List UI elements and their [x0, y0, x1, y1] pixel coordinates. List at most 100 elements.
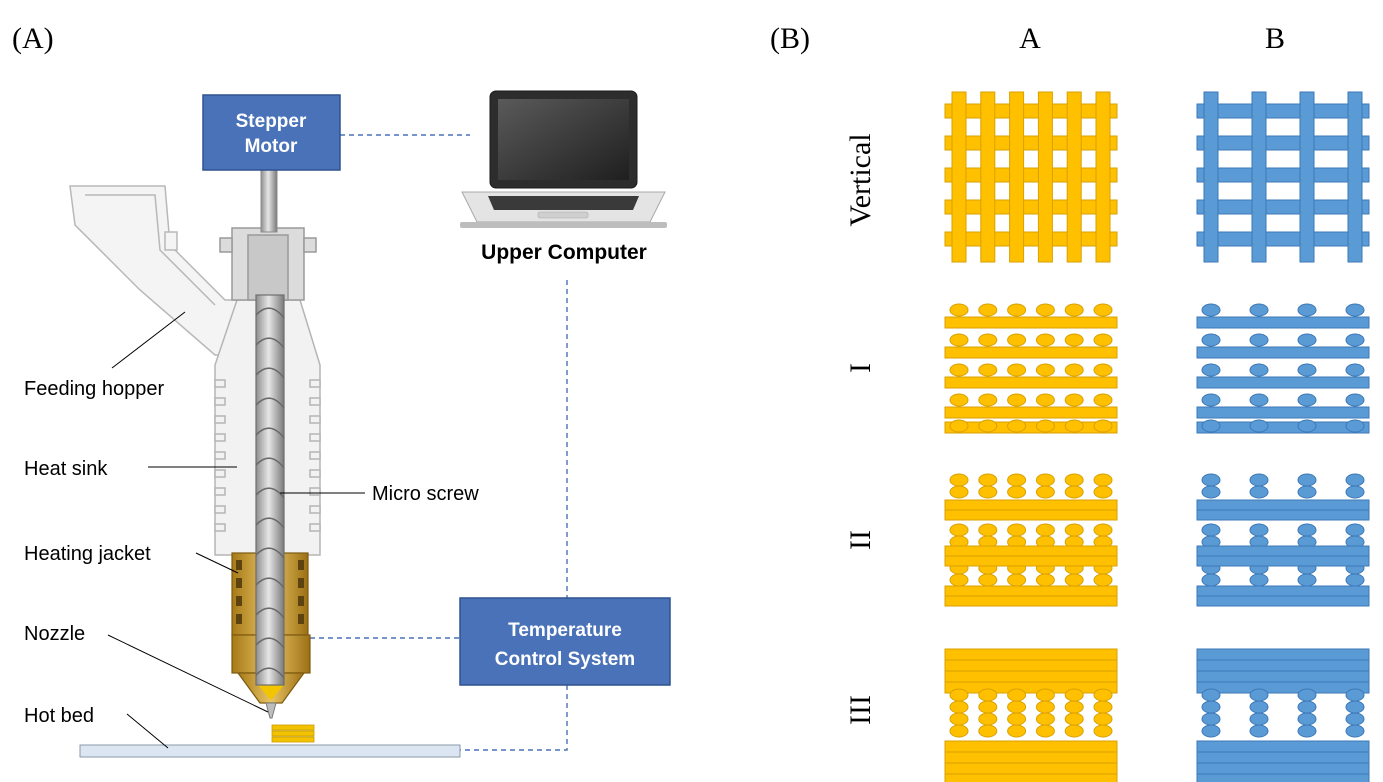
filament-section	[1297, 363, 1317, 377]
filament-section	[1093, 712, 1113, 726]
stepper-motor-label-line-2: Motor	[245, 136, 298, 157]
filament-bar	[944, 762, 1118, 775]
filament-section	[1035, 333, 1055, 347]
row-vertical-label: Vertical	[844, 133, 877, 226]
filament-bar	[1196, 509, 1370, 521]
filament-section	[1007, 485, 1027, 499]
filament-section	[1345, 303, 1365, 317]
filament-section	[1064, 700, 1084, 714]
filament-bar	[1251, 91, 1267, 263]
filament-section	[1201, 724, 1221, 738]
panel-a: (A)	[12, 22, 671, 758]
micro-screw-label: Micro screw	[372, 483, 479, 505]
feeding-hopper-label: Feeding hopper	[24, 378, 164, 400]
filament-section	[1064, 573, 1084, 587]
filament-section	[1035, 393, 1055, 407]
filament-section	[1249, 724, 1269, 738]
column-a-label: A	[1019, 22, 1041, 55]
row-iii-label: III	[844, 695, 877, 725]
filament-section	[1007, 419, 1027, 433]
filament-bar	[1066, 91, 1082, 263]
filament-section	[978, 573, 998, 587]
lattice-b-ii	[1196, 473, 1370, 607]
callout-labels: Feeding hopper Heat sink Micro screw Hea…	[24, 378, 479, 727]
filament-section	[1201, 573, 1221, 587]
filament-bar	[944, 316, 1118, 329]
filament-bar	[944, 509, 1118, 521]
filament-section	[1035, 724, 1055, 738]
filament-section	[1297, 393, 1317, 407]
filament-section	[949, 473, 969, 487]
filament-section	[1064, 473, 1084, 487]
lattice-b-iii	[1196, 648, 1370, 782]
lattice-layer	[944, 91, 1370, 782]
filament-section	[1345, 573, 1365, 587]
filament-bar	[944, 681, 1118, 694]
filament-section	[1007, 393, 1027, 407]
hot-bed-label: Hot bed	[24, 705, 94, 727]
lattice-a-ii	[944, 473, 1118, 607]
filament-section	[1093, 363, 1113, 377]
heat-sink-fins	[214, 379, 321, 532]
filament-section	[978, 363, 998, 377]
filament-section	[1064, 393, 1084, 407]
filament-bar	[1196, 762, 1370, 775]
filament-section	[1297, 419, 1317, 433]
filament-section	[1345, 700, 1365, 714]
filament-bar	[944, 499, 1118, 511]
nozzle-leader	[107, 634, 269, 713]
filament-section	[1249, 573, 1269, 587]
filament-section	[1297, 333, 1317, 347]
hot-bed-plate	[79, 744, 461, 758]
micro-screw	[255, 294, 285, 686]
filament-section	[949, 419, 969, 433]
filament-bar	[944, 103, 1118, 119]
filament-bar	[944, 659, 1118, 672]
filament-bar	[951, 91, 967, 263]
filament-bar	[944, 595, 1118, 607]
filament-section	[1064, 303, 1084, 317]
filament-section	[1093, 700, 1113, 714]
column-b-label: B	[1265, 22, 1285, 55]
filament-section	[1201, 523, 1221, 537]
filament-section	[1297, 573, 1317, 587]
row-ii-label: II	[844, 530, 877, 550]
filament-section	[1064, 724, 1084, 738]
filament-section	[1064, 419, 1084, 433]
filament-section	[978, 712, 998, 726]
temperature-bed-link	[460, 685, 568, 751]
filament-section	[978, 303, 998, 317]
filament-section	[1201, 393, 1221, 407]
panel-a-label: (A)	[12, 22, 54, 55]
filament-bar	[980, 91, 996, 263]
filament-section	[1249, 473, 1269, 487]
filament-bar	[944, 773, 1118, 782]
filament-bar	[1196, 595, 1370, 607]
filament-section	[978, 688, 998, 702]
stepper-motor-box: Stepper Motor	[202, 94, 341, 171]
lattice-a-iii	[944, 648, 1118, 782]
heating-jacket-leader	[195, 552, 239, 574]
filament-section	[1297, 700, 1317, 714]
filament-section	[1035, 700, 1055, 714]
filament-section	[1007, 473, 1027, 487]
filament-bar	[1037, 91, 1053, 263]
filament-section	[949, 688, 969, 702]
filament-section	[1064, 523, 1084, 537]
filament-section	[1345, 724, 1365, 738]
filament-bar	[944, 740, 1118, 753]
filament-section	[1093, 303, 1113, 317]
filament-section	[1064, 485, 1084, 499]
stepper-motor-label-line-1: Stepper	[236, 111, 307, 132]
filament-bar	[1009, 91, 1025, 263]
filament-section	[1093, 473, 1113, 487]
filament-section	[1007, 724, 1027, 738]
connection-lines	[310, 134, 568, 751]
filament-section	[949, 393, 969, 407]
filament-bar	[1095, 91, 1111, 263]
filament-section	[1007, 303, 1027, 317]
filament-bar	[1196, 545, 1370, 557]
filament-section	[978, 333, 998, 347]
filament-bar	[1196, 376, 1370, 389]
printed-part	[271, 724, 315, 743]
